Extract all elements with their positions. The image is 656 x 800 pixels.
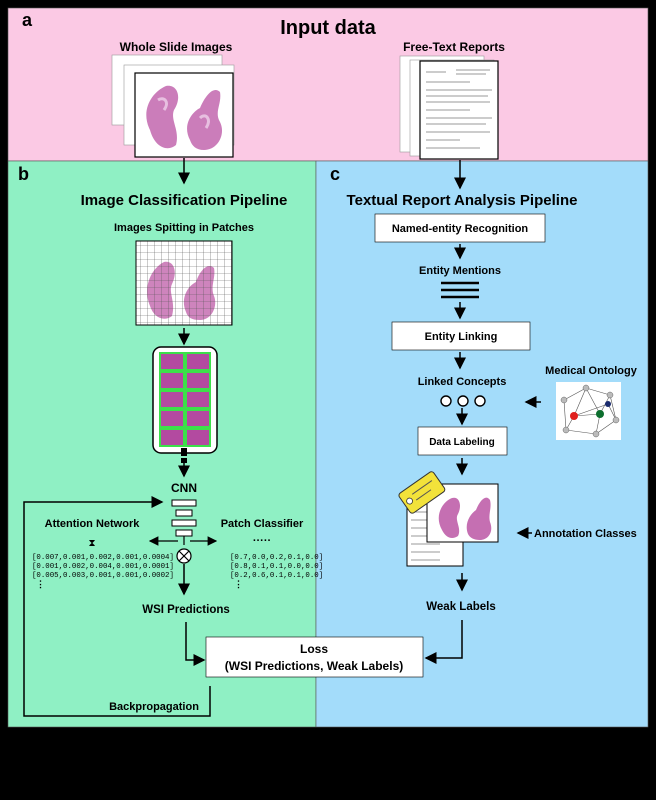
panel-b-letter: b [18,164,29,184]
hourglass-icon: ⧗ [88,538,95,549]
classifier-dots: ····· [253,535,271,547]
tissue-right [187,89,223,150]
weak-labels-label: Weak Labels [426,601,495,613]
backpropagation-label: Backpropagation [109,701,199,713]
data-labeling-box [417,426,508,456]
classifier-row-3: [0.2,0.6,0.1,0.1,0.0] [230,572,323,580]
attention-label: Attention Network [45,518,141,530]
loss-subtitle: (WSI Predictions, Weak Labels) [225,659,404,673]
panel-c-letter: c [330,164,340,184]
wsi-predictions-label: WSI Predictions [142,604,230,616]
ner-label: Named-entity Recognition [392,223,529,235]
attention-row-1: [0.007,0.001,0.002,0.001,0.0004] [32,554,174,562]
classifier-row-2: [0.8,0.1,0.1,0.0,0.0] [230,563,323,571]
arrow-predictions-to-loss [185,622,206,666]
ontology-label: Medical Ontology [545,365,638,377]
attention-ellipsis: ⋮ [36,579,45,589]
multiply-node-icon [176,548,192,564]
panel-c-title: Textual Report Analysis Pipeline [347,192,578,209]
entity-linking-box [391,321,531,351]
attention-row-3: [0.005,0.003,0.001,0.001,0.0002] [32,572,174,580]
mentions-label: Entity Mentions [419,265,501,277]
ontology-graph-icon [556,382,621,440]
whole-slide-image-stack [111,54,235,158]
wsi-label: Whole Slide Images [120,40,233,54]
arrow-weak-labels-to-loss [424,620,463,664]
entity-linking-label: Entity Linking [425,331,498,343]
patches-label: Images Spitting in Patches [114,222,254,234]
panel-a-letter: a [22,10,33,30]
backpropagation-arrow [23,496,211,717]
patch-stack-image [152,346,218,463]
attention-row-2: [0.001,0.002,0.004,0.001,0.0001] [32,563,174,571]
patch-grid-image [135,240,233,326]
cnn-block-icon [171,499,197,545]
classifier-ellipsis: ⋮ [234,579,243,589]
loss-box [205,636,424,678]
annotation-classes-label: Annotation Classes [534,528,637,540]
loss-title: Loss [300,642,328,656]
report-stack [399,55,499,160]
reports-label: Free-Text Reports [403,40,505,54]
tissue-left [146,85,179,149]
data-labeling-label: Data Labeling [429,437,495,448]
panel-a-title: Input data [280,17,376,39]
annotated-data-image [398,471,499,567]
panel-b-title: Image Classification Pipeline [81,192,288,209]
concept-circles-icon [440,395,486,407]
classifier-label: Patch Classifier [221,518,304,530]
ner-box [374,213,546,243]
concepts-label: Linked Concepts [418,376,507,388]
classifier-row-1: [0.7,0.0,0.2,0.1,0.0] [230,554,323,562]
mention-lines-icon [441,281,479,299]
cnn-label: CNN [171,481,197,495]
